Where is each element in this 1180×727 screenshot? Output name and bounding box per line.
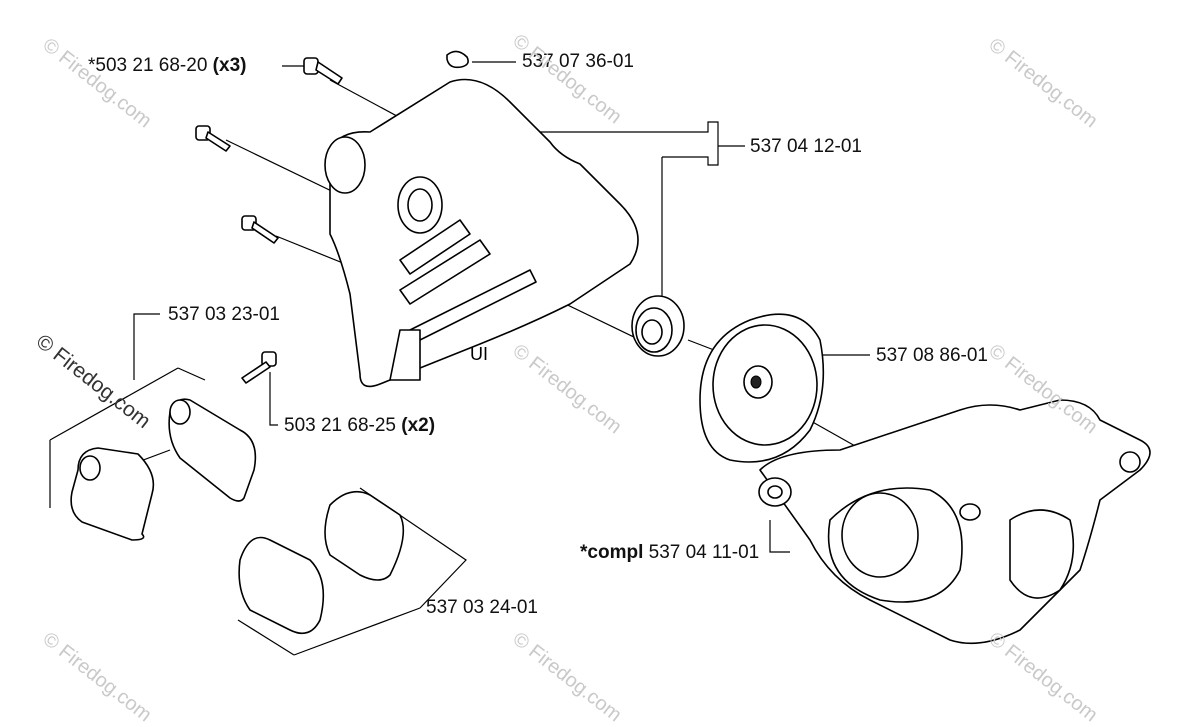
svg-text:UI: UI <box>470 344 488 364</box>
label-holder: 537 03 23-01 <box>168 304 280 325</box>
label-fan-cover: 537 08 86-01 <box>876 345 988 366</box>
crankcase-half-icon: UI <box>324 78 639 388</box>
screw-top-icon <box>303 57 343 85</box>
circlip-icon <box>446 50 469 69</box>
screw-left-1-icon <box>195 125 231 152</box>
label-screw-small: 503 21 68-25 (x2) <box>284 416 435 435</box>
label-screw-top-qty: (x3) <box>212 55 247 76</box>
label-bushing: 537 03 24-01 <box>426 597 538 618</box>
label-circlip: 537 07 36-01 <box>522 51 634 72</box>
fan-cover-icon <box>699 313 825 463</box>
bearing-icon <box>631 295 685 357</box>
holder-icon <box>70 398 257 541</box>
label-crankcase-compl: *compl 537 04 11-01 <box>580 543 759 562</box>
screw-small-icon <box>241 351 277 384</box>
exploded-parts-diagram: UI <box>49 50 1151 656</box>
bushing-icon <box>238 490 405 635</box>
screw-left-2-icon <box>241 215 279 244</box>
crankcase-complete-icon <box>758 399 1151 645</box>
label-crankcase-compl-number: 537 04 11-01 <box>648 542 760 563</box>
label-crankcase-compl-prefix: *compl <box>580 542 644 563</box>
label-screw-top: *503 21 68-20 (x3) <box>88 56 246 75</box>
label-screw-top-number: *503 21 68-20 <box>88 55 208 76</box>
label-screw-small-qty: (x2) <box>401 415 436 436</box>
label-screw-small-number: 503 21 68-25 <box>284 415 396 436</box>
label-crankcase-half: 537 04 12-01 <box>750 136 862 157</box>
